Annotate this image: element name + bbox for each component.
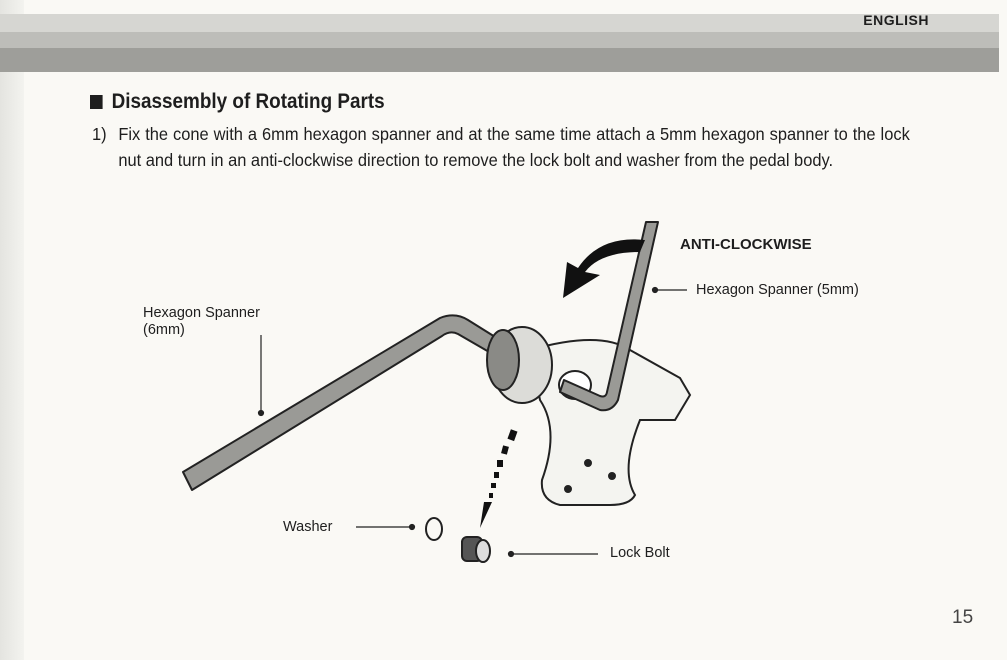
anti-clockwise-arrow-icon <box>563 239 645 298</box>
lock-bolt-part <box>461 536 491 563</box>
header-band-mid <box>0 32 999 48</box>
label-spanner-6mm: Hexagon Spanner (6mm) <box>143 305 260 339</box>
label-spanner-6mm-line2: (6mm) <box>143 322 185 338</box>
label-spanner-6mm-line1: Hexagon Spanner <box>143 305 260 321</box>
step-1: 1) Fix the cone with a 6mm hexagon spann… <box>92 121 910 173</box>
hexagon-spanner-5mm <box>559 221 659 412</box>
square-bullet-icon <box>90 95 103 109</box>
step-text: Fix the cone with a 6mm hexagon spanner … <box>118 124 910 170</box>
step-number: 1) <box>92 124 107 144</box>
header-band-dark <box>0 48 999 72</box>
leader-lines <box>257 286 687 558</box>
direction-label: ANTI-CLOCKWISE <box>680 236 812 253</box>
label-lock-bolt: Lock Bolt <box>610 545 670 561</box>
washer-part <box>425 517 443 541</box>
hexagon-spanner-6mm <box>182 314 501 491</box>
language-label: ENGLISH <box>863 12 929 28</box>
label-washer: Washer <box>283 519 333 535</box>
section-title: Disassembly of Rotating Parts <box>111 90 385 113</box>
label-spanner-5mm: Hexagon Spanner (5mm) <box>696 282 859 298</box>
pedal-body <box>486 326 692 506</box>
removal-direction-arrow-icon <box>480 429 518 528</box>
header-band-light <box>0 14 999 32</box>
page-binding-edge <box>0 0 24 660</box>
page-number: 15 <box>952 607 974 628</box>
section-heading: Disassembly of Rotating Parts <box>90 90 385 114</box>
